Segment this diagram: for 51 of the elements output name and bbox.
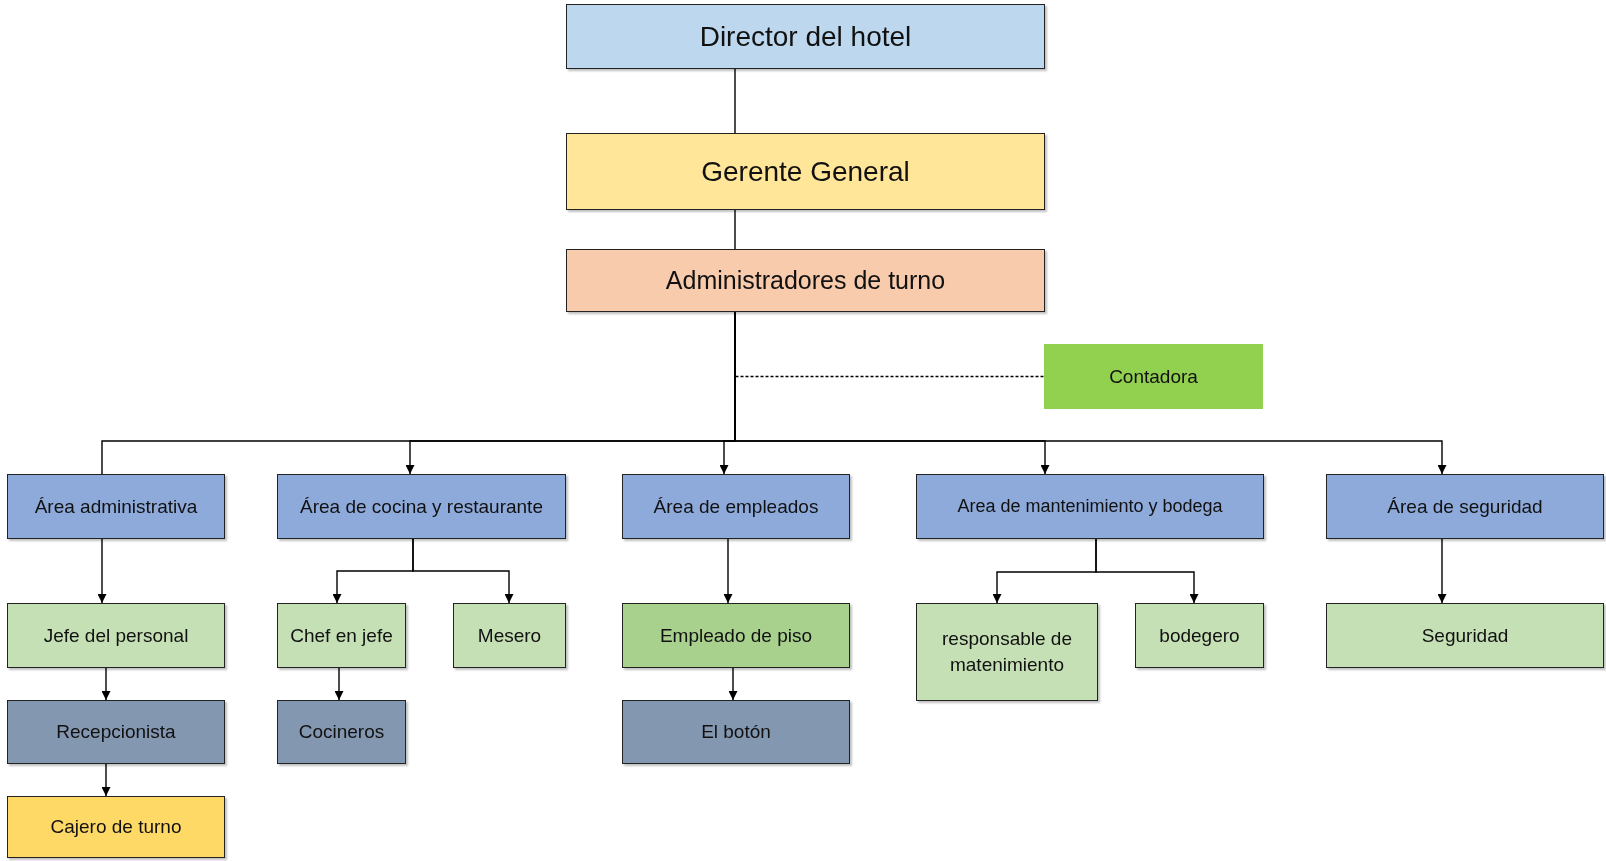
org-box xyxy=(1044,344,1263,409)
role-label: Director del hotel xyxy=(698,19,913,54)
org-box xyxy=(7,700,225,764)
role-label: Recepcionista xyxy=(55,720,177,745)
org-box xyxy=(277,474,566,539)
connector-line xyxy=(101,763,111,797)
connector-line xyxy=(734,209,736,250)
role-label: Área de empleados xyxy=(652,494,820,519)
role-label: Jefe del personal xyxy=(42,623,190,648)
org-box xyxy=(566,4,1045,69)
role-label: Empleado de piso xyxy=(658,623,814,648)
org-box xyxy=(566,133,1045,210)
role-label: Área de cocina y restaurante xyxy=(299,494,544,519)
connector-line xyxy=(1437,538,1447,604)
org-box xyxy=(1135,603,1264,668)
connector-line xyxy=(734,68,736,134)
connector-line xyxy=(334,667,344,701)
role-label: Chef en jefe xyxy=(289,623,394,648)
role-label: Cocineros xyxy=(297,720,386,745)
role-label: Gerente General xyxy=(700,154,911,189)
org-box xyxy=(1326,474,1604,539)
role-label: Area de mantenimiento y bodega xyxy=(956,495,1224,519)
role-label: Administradores de turno xyxy=(664,264,947,296)
role-label: responsable de matenimiento xyxy=(941,627,1073,677)
role-label: Mesero xyxy=(476,623,543,648)
org-box xyxy=(277,603,406,668)
role-label: El botón xyxy=(700,720,772,745)
connector-line xyxy=(97,538,107,604)
org-box xyxy=(1326,603,1604,668)
org-box xyxy=(7,474,225,539)
org-box xyxy=(622,603,850,668)
role-label: Seguridad xyxy=(1420,623,1510,648)
org-box xyxy=(566,249,1045,312)
connector-line xyxy=(723,538,733,604)
role-label: Área administrativa xyxy=(33,494,199,519)
org-box xyxy=(7,796,225,858)
role-label: Contadora xyxy=(1108,364,1199,389)
connector-line xyxy=(412,538,514,604)
org-box xyxy=(916,603,1098,701)
org-box xyxy=(277,700,406,764)
role-label: Cajero de turno xyxy=(49,815,183,840)
org-box xyxy=(7,603,225,668)
org-box xyxy=(622,700,850,764)
role-label: Área de seguridad xyxy=(1386,494,1544,519)
role-label: bodegero xyxy=(1158,623,1241,648)
org-box xyxy=(453,603,566,668)
connector-line xyxy=(1095,538,1199,604)
connector-line xyxy=(728,667,738,701)
org-box xyxy=(622,474,850,539)
org-box xyxy=(916,474,1264,539)
connector-line xyxy=(101,667,111,701)
